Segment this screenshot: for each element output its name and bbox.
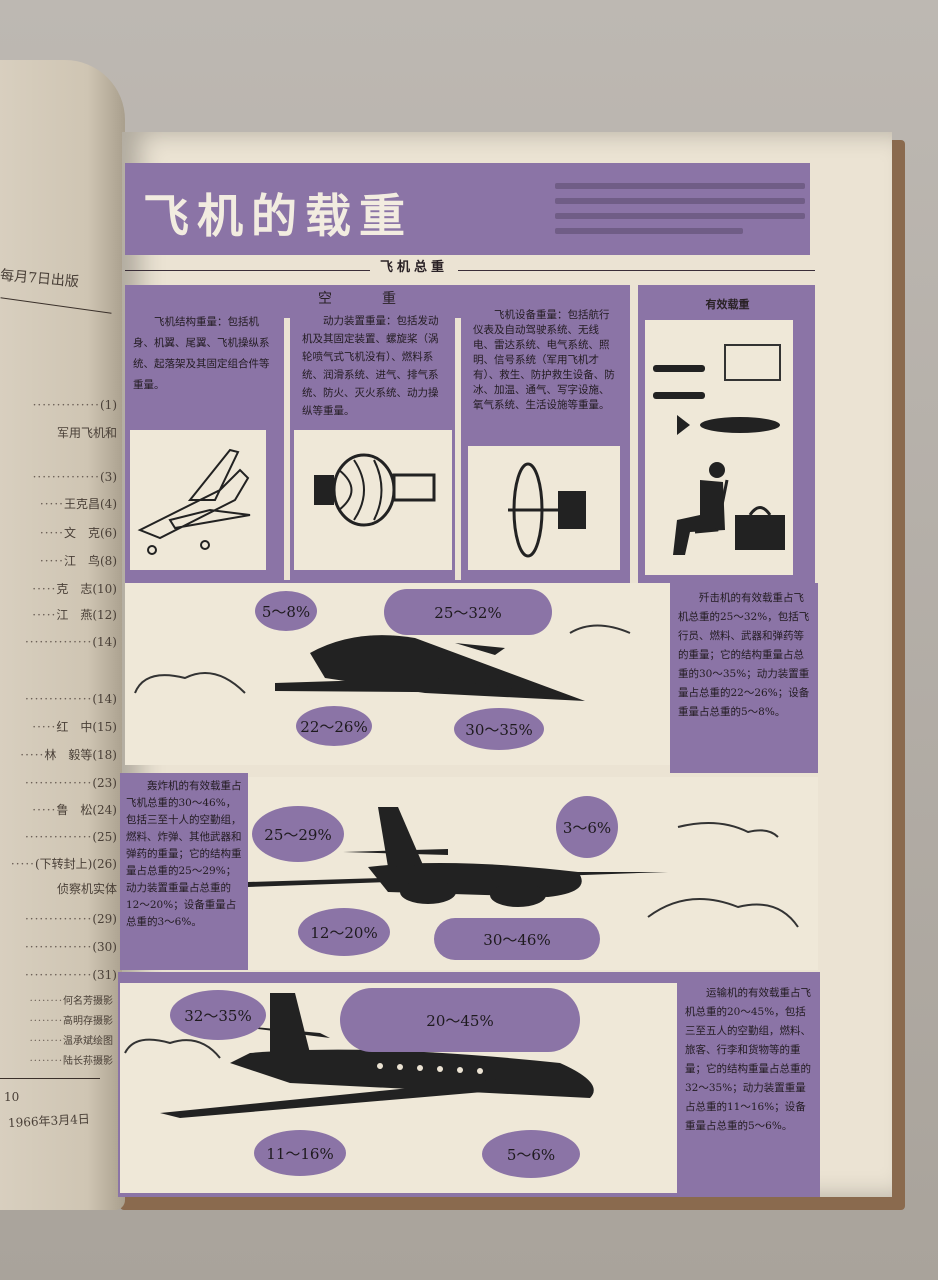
fighter-equipment-bubble: 5～8% [255, 591, 317, 631]
structure-weight-text: 飞机结构重量：包括机身、机翼、尾翼、飞机操纵系统、起落架及其固定组合件等重量。 [133, 316, 270, 391]
equipment-weight-text: 飞机设备重量：包括航行仪表及自动驾驶系统、无线电、雷达系统、电气系统、照明、信号… [473, 309, 615, 411]
toc-entry: ·····克 志(10) [32, 582, 117, 596]
transport-power-bubble: 11～16% [254, 1130, 346, 1176]
bomber-icon [248, 807, 799, 928]
toc-entry: ··············(30) [24, 940, 117, 954]
engine-icon [314, 453, 436, 527]
toc-entry: ··············(25) [24, 830, 117, 844]
toc-entry: 侦察机实体 [56, 882, 117, 896]
bomber-power-bubble: 12～20% [298, 908, 390, 956]
bomber-description: 轰炸机的有效载重占飞机总重的30～46%，包括三至十人的空勤组，燃料、炸弹、其他… [120, 773, 248, 970]
issue-date: 1966年3月4日 [7, 1111, 91, 1131]
transport-payload-bubble: 20～45% [340, 988, 580, 1052]
toc-entry: ·····鲁 松(24) [32, 803, 117, 817]
toc-entry: ··············(23) [24, 776, 117, 790]
toc-entry: ·····红 中(15) [32, 720, 117, 734]
transport-structure-bubble: 32～35% [170, 990, 266, 1040]
radar-icon [508, 462, 586, 558]
transport-plane-icon [124, 993, 594, 1118]
toc-entry: ·····文 克(6) [39, 526, 117, 540]
fighter-power-bubble: 22～26% [296, 706, 372, 746]
toc-entry: ··············(3) [32, 470, 117, 484]
toc-entry: 军用飞机和 [56, 426, 117, 440]
credit-entry: ········陆长荪摄影 [29, 1056, 113, 1067]
fighter-illustration [125, 583, 670, 765]
toc-entry: ··············(31) [24, 968, 117, 982]
credit-entry: ········温承斌绘图 [29, 1036, 113, 1047]
fighter-description: 歼击机的有效载重占飞机总重的25～32%，包括飞行员、燃料、武器和弹药等的重量；… [670, 583, 818, 773]
publish-note: 每月7日出版 [0, 267, 80, 291]
fighter-payload-bubble: 25～32% [384, 589, 552, 635]
toc-entry: ··············(14) [24, 692, 117, 706]
payload-label: 有效载重 [705, 298, 750, 311]
toc-entry: ·····江 燕(12) [32, 608, 117, 622]
toc-entry: ··············(1) [32, 398, 117, 412]
payload-icons [653, 344, 785, 555]
engine-illustration [294, 430, 452, 570]
bomber-structure-bubble: 25～29% [252, 806, 344, 862]
airframe-icon [137, 448, 251, 555]
toc-entry: ··············(14) [24, 635, 117, 649]
power-weight-text: 动力装置重量：包括发动机及其固定装置、螺旋桨（涡轮喷气式飞机没有）、燃料系统、润… [302, 315, 439, 417]
bomber-equipment-bubble: 3～6% [556, 796, 618, 858]
page-title: 飞机的载重 [143, 189, 413, 243]
total-weight-label: 飞机总重 [370, 256, 459, 275]
credit-entry: ········何名芳摄影 [29, 996, 113, 1007]
toc-entry: ·····江 鸟(8) [39, 554, 117, 568]
divider [0, 297, 112, 314]
toc-entry: ··············(29) [24, 912, 117, 926]
toc-entry: ·····王克昌(4) [39, 497, 117, 511]
empty-weight-label: 空 重 [318, 291, 414, 307]
structure-illustration [130, 430, 266, 570]
transport-description: 运输机的有效载重占飞机总重的20～45%，包括三至五人的空勤组，燃料、旅客、行李… [677, 978, 820, 1193]
issue-number: 10 [4, 1090, 20, 1104]
intro-paragraph [555, 183, 805, 243]
transport-equipment-bubble: 5～6% [482, 1130, 580, 1178]
credit-entry: ········高明存摄影 [29, 1016, 113, 1027]
payload-illustration [645, 320, 793, 575]
left-page: 每月7日出版 ··············(1) 军用飞机和 ···········… [0, 60, 125, 1210]
fighter-jet-icon [134, 624, 631, 701]
divider [0, 1078, 100, 1079]
equipment-illustration [468, 446, 620, 570]
fighter-structure-bubble: 30～35% [454, 708, 544, 750]
toc-entry: ·····(下转封上)(26) [10, 857, 117, 871]
toc-entry: ·····林 毅等(18) [20, 748, 117, 762]
title-banner [125, 163, 810, 255]
bomber-payload-bubble: 30～46% [434, 918, 600, 960]
